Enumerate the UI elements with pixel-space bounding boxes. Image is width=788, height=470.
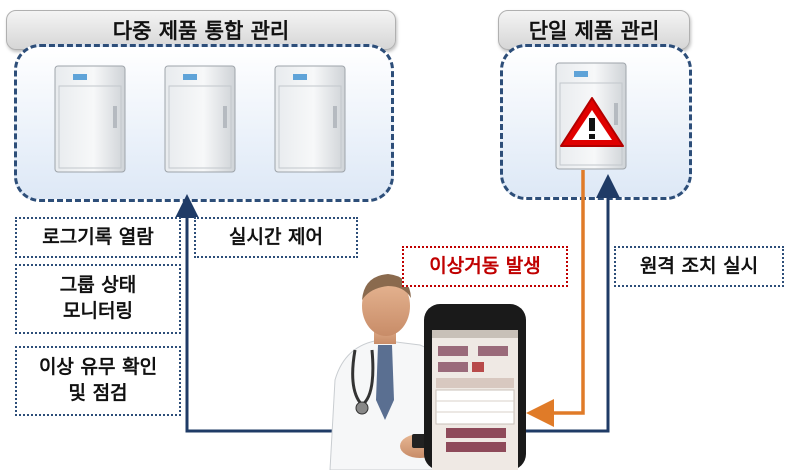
realtime-control-label: 실시간 제어 bbox=[194, 217, 358, 258]
remote-action-label: 원격 조치 실시 bbox=[614, 246, 784, 287]
multi-product-title: 다중 제품 통합 관리 bbox=[6, 10, 396, 50]
anomaly-check-label: 이상 유무 확인 및 점검 bbox=[15, 346, 181, 416]
warning-icon bbox=[560, 97, 624, 147]
anomaly-occurred-label: 이상거동 발생 bbox=[402, 246, 568, 287]
remote-control-arrow bbox=[520, 174, 620, 433]
group-status-monitoring-label: 그룹 상태 모니터링 bbox=[15, 264, 181, 334]
anomaly-arrow bbox=[526, 170, 585, 427]
log-view-label: 로그기록 열람 bbox=[15, 217, 181, 258]
incubator-icon bbox=[274, 65, 346, 173]
incubator-icon bbox=[164, 65, 236, 173]
single-product-title: 단일 제품 관리 bbox=[498, 10, 690, 50]
doctor-illustration bbox=[329, 274, 449, 470]
incubator-icon bbox=[54, 65, 126, 173]
smartphone-illustration bbox=[424, 304, 526, 470]
